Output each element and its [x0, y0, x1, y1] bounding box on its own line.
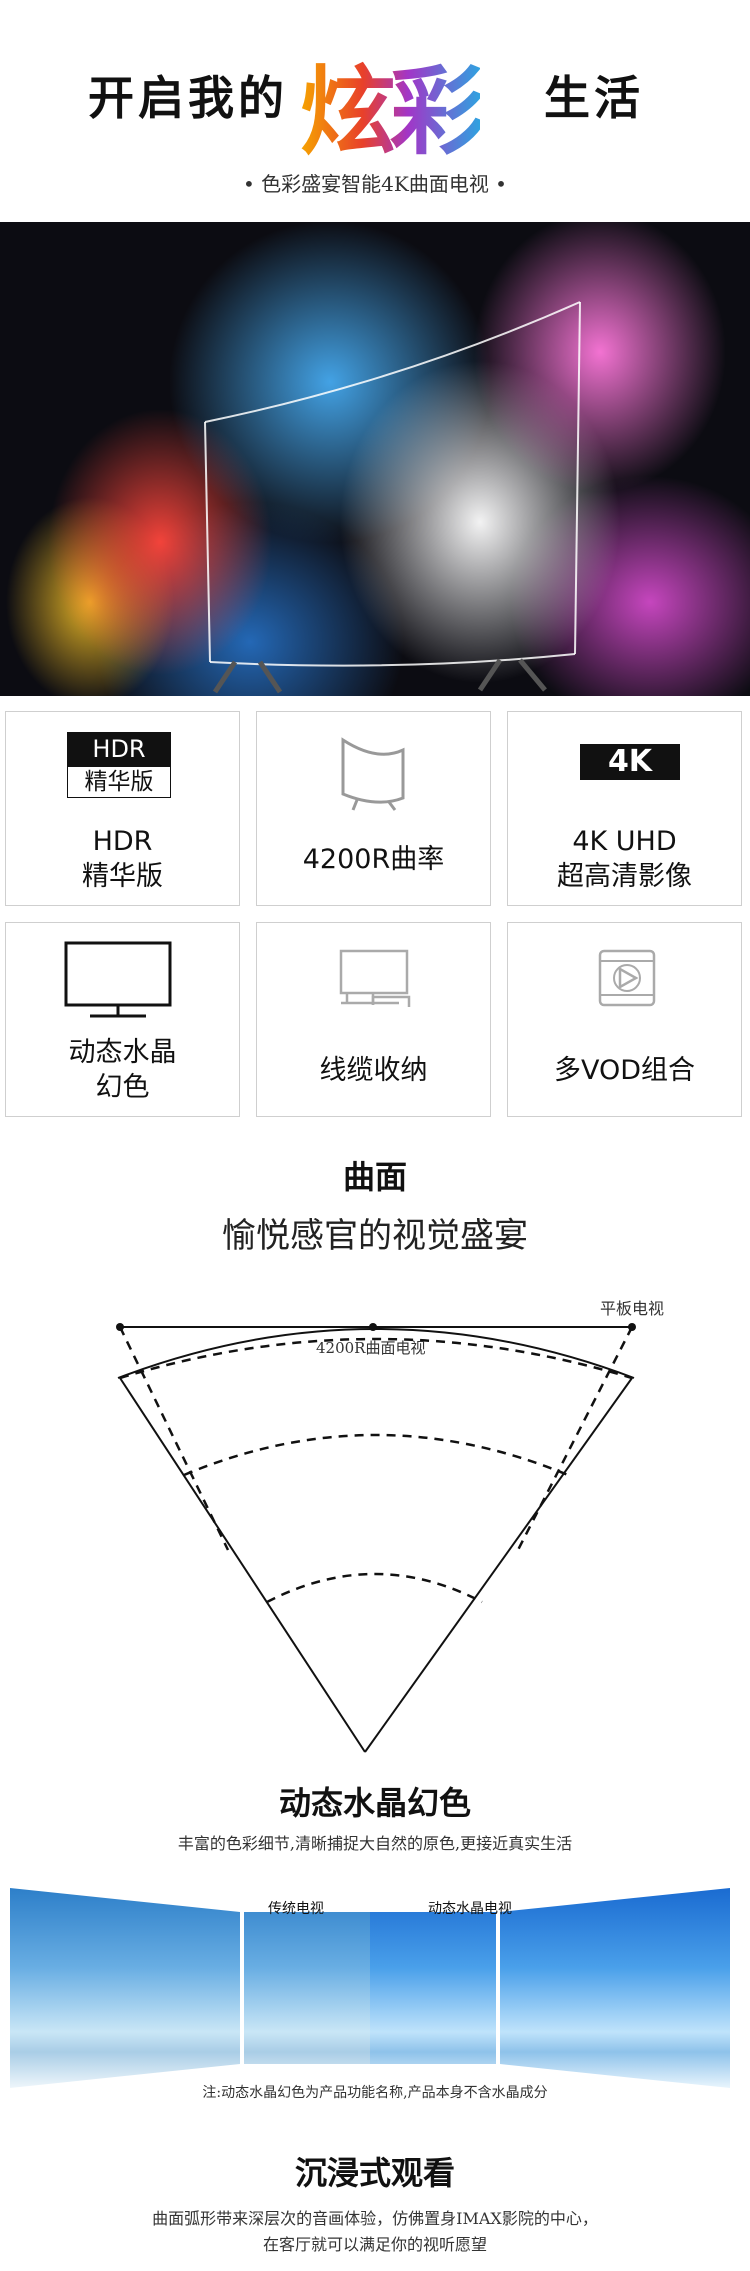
flat-tv-label: 平板电视	[600, 1299, 665, 1318]
feature-card-4k: 4K 4K UHD 超高清影像	[507, 711, 742, 906]
feature-label-line1: 动态水晶	[68, 1037, 177, 1068]
feature-card-cable: 线缆收纳	[256, 922, 491, 1117]
color-heading: 动态水晶幻色	[278, 1784, 471, 1822]
panel-center	[244, 1912, 496, 2064]
feature-card-hdr: HDR 精华版 HDR 精华版	[5, 711, 240, 906]
immersive-line1: 曲面弧形带来深层次的音画体验，仿佛置身IMAX影院的中心，	[152, 2209, 598, 2228]
immersive-heading: 沉浸式观看	[294, 2154, 455, 2192]
4k-badge-icon: 4K	[580, 744, 680, 780]
panel-left	[10, 1888, 240, 2088]
feature-label-line1: 4K UHD	[572, 826, 677, 857]
feature-label-line1: 多VOD组合	[553, 1055, 696, 1086]
subtitle: • 色彩盛宴智能4K曲面电视 •	[243, 172, 507, 196]
hero-title: 开启我的 炫彩 生活	[0, 20, 750, 168]
video-player-icon	[598, 949, 656, 1007]
color-description: 丰富的色彩细节,清晰捕捉大自然的原色,更接近真实生活	[177, 1834, 573, 1853]
curved-screen-icon	[341, 737, 405, 811]
feature-card-curvature: 4200R曲率	[256, 711, 491, 906]
feature-label-line2: 精华版	[82, 861, 163, 892]
hdr-badge-bottom: 精华版	[67, 766, 171, 798]
color-note: 注:动态水晶幻色为产品功能名称,产品本身不含水晶成分	[202, 2085, 548, 2101]
label-crystal: 动态水晶电视	[428, 1901, 512, 1917]
curved-tv-label: 4200R曲面电视	[316, 1339, 426, 1357]
curve-heading: 曲面	[342, 1158, 407, 1196]
curvature-diagram	[116, 1323, 636, 1753]
hero-image	[0, 222, 750, 696]
feature-label-line1: 4200R曲率	[302, 844, 445, 875]
title-left: 开启我的	[88, 71, 288, 125]
feature-label-line1: 线缆收纳	[319, 1055, 428, 1086]
panel-right	[500, 1888, 730, 2088]
feature-label-line1: HDR	[92, 826, 153, 857]
feature-card-vod: 多VOD组合	[507, 922, 742, 1117]
curve-subheading: 愉悦感官的视觉盛宴	[222, 1216, 528, 1256]
immersive-line2: 在客厅就可以满足你的视听愿望	[262, 2235, 487, 2254]
title-right: 生活	[544, 71, 644, 125]
title-accent: 炫彩	[300, 34, 486, 173]
hdr-badge-top: HDR	[67, 732, 171, 766]
hdr-badge-icon: HDR 精华版	[67, 732, 171, 802]
monitor-icon	[64, 941, 172, 1018]
cable-management-icon	[339, 949, 411, 1007]
feature-label-line2: 幻色	[95, 1072, 150, 1103]
feature-card-crystal: 动态水晶 幻色	[5, 922, 240, 1117]
label-traditional: 传统电视	[268, 1901, 324, 1917]
feature-label-line2: 超高清影像	[557, 861, 692, 892]
curved-tv-outline	[204, 301, 581, 694]
